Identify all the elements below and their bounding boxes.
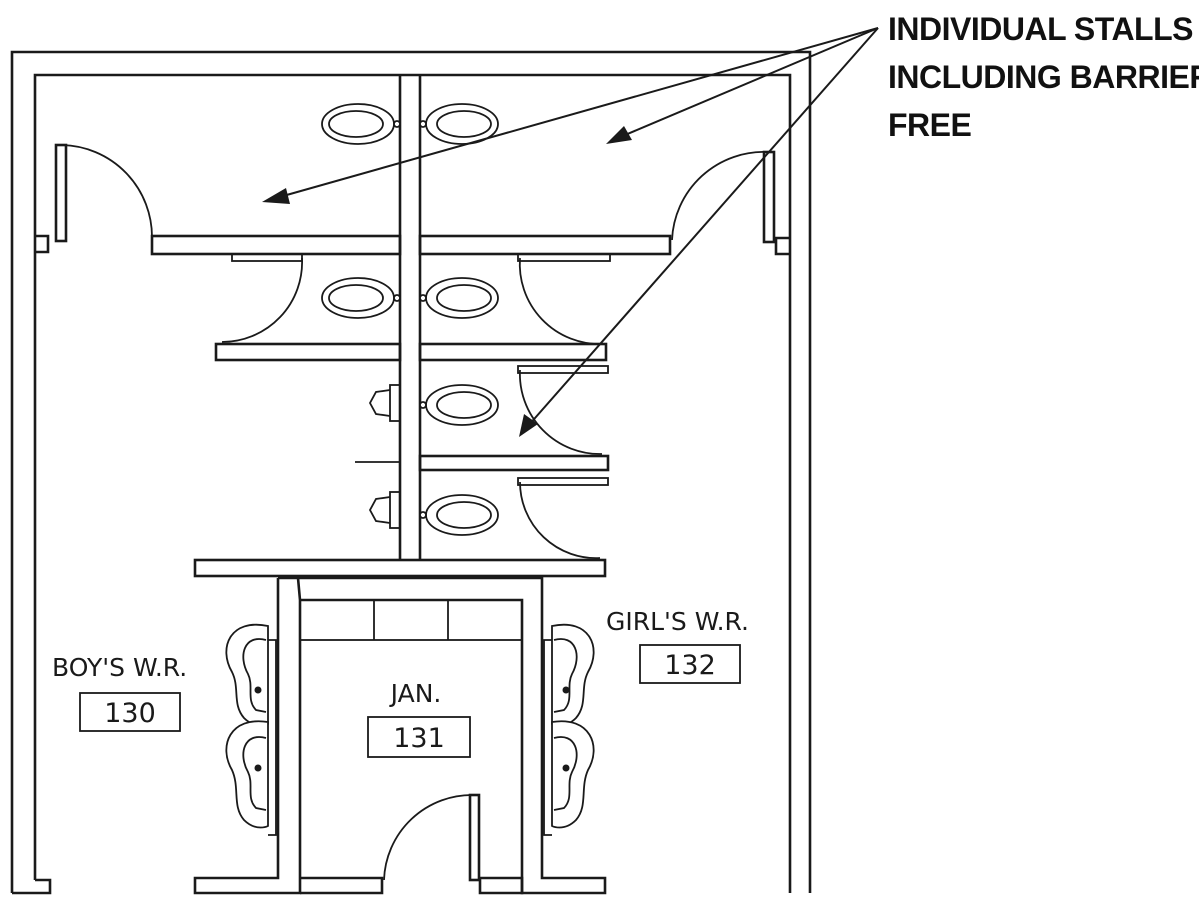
janitor-room-walls (193, 576, 607, 895)
room-tag-janitor: JAN. 131 (367, 679, 471, 758)
room-name: BOY'S W.R. (52, 653, 187, 682)
toilet-fixtures (321, 103, 499, 536)
room-name: JAN. (389, 679, 442, 708)
annotation-line-3: FREE (888, 107, 972, 143)
urinal-icon (551, 720, 595, 829)
room-number: 131 (393, 723, 445, 754)
toilet-icon (419, 103, 499, 145)
room-number: 130 (104, 698, 156, 729)
room-name: GIRL'S W.R. (606, 607, 749, 636)
regular-stall-doors (221, 253, 611, 559)
room-tag-girls: GIRL'S W.R. 132 (606, 607, 749, 684)
urinal-icon (225, 623, 269, 727)
dispenser-icon (368, 384, 401, 422)
barrier-free-stall-doors (35, 143, 790, 256)
room-tag-boys: BOY'S W.R. 130 (52, 653, 187, 732)
dispenser-icon (368, 491, 401, 529)
toilet-icon (321, 277, 401, 319)
toilet-icon (321, 103, 401, 145)
urinal-icon (551, 623, 595, 727)
toilet-icon (419, 277, 499, 319)
wall-dispensers (368, 384, 401, 529)
central-plumbing-chase (398, 75, 422, 560)
urinals-boys (225, 623, 277, 836)
stall-partitions (150, 234, 672, 578)
toilet-icon (419, 494, 499, 536)
outer-walls (10, 50, 812, 895)
annotation-line-2: INCLUDING BARRIER (888, 59, 1199, 95)
toilet-icon (419, 384, 499, 426)
annotation-line-1: INDIVIDUAL STALLS (888, 11, 1193, 47)
room-number: 132 (664, 650, 716, 681)
urinal-icon (225, 720, 269, 829)
annotation-leader-lines (262, 27, 879, 437)
annotation-note: INDIVIDUAL STALLS INCLUDING BARRIER FREE (888, 11, 1199, 143)
urinals-girls (543, 623, 595, 836)
